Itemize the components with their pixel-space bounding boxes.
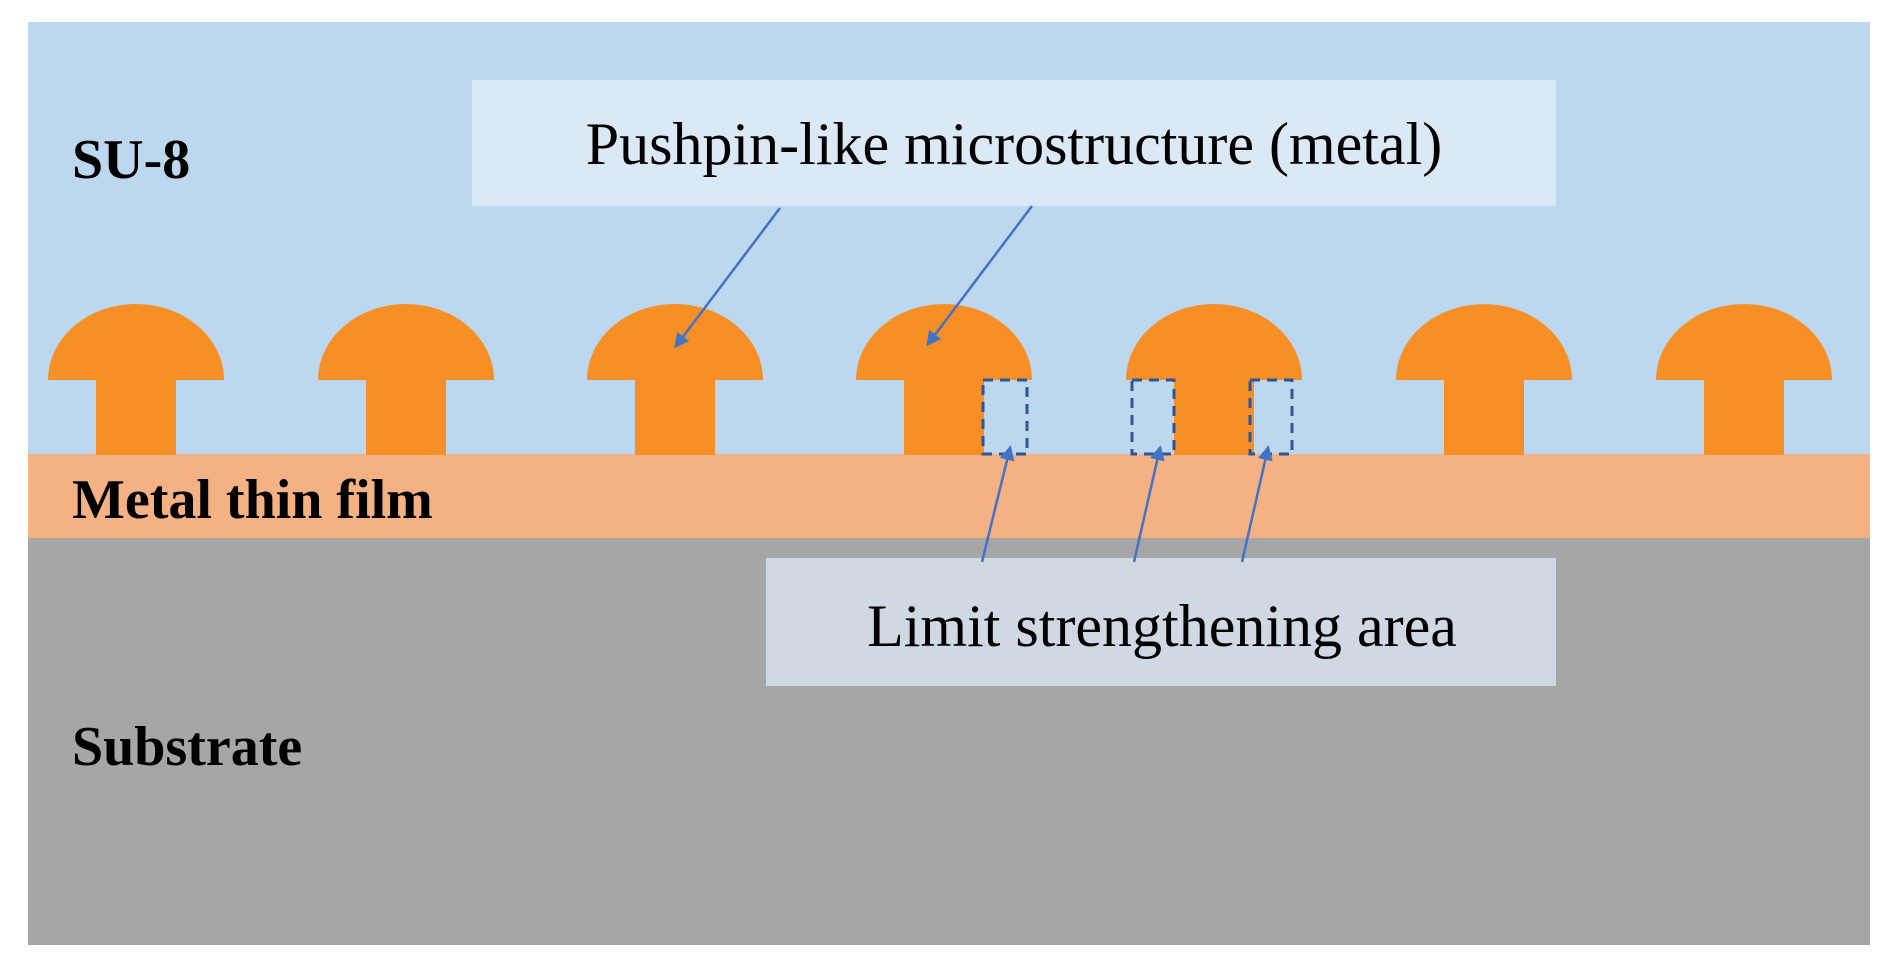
- limit-arrow-3: [1240, 445, 1273, 563]
- metal-thin-film-label: Metal thin film: [72, 469, 433, 531]
- pushpin-cap: [856, 304, 1032, 380]
- pushpin-stem: [1704, 378, 1784, 455]
- pushpin-1: [48, 304, 224, 455]
- pushpin-callout-box: [472, 80, 1556, 206]
- pushpin-6: [1396, 304, 1572, 455]
- pushpin-5: [1126, 304, 1302, 455]
- limit-callout-text: Limit strengthening area: [867, 593, 1457, 659]
- pushpin-callout-text: Pushpin-like microstructure (metal): [586, 111, 1442, 177]
- pushpin-stem: [1444, 378, 1524, 455]
- pushpin-row: [48, 304, 1832, 455]
- pushpin-cap: [48, 304, 224, 380]
- limit-arrow-2: [1132, 445, 1165, 563]
- pushpin-stem: [1174, 378, 1254, 455]
- pushpin-7: [1656, 304, 1832, 455]
- pushpin-stem: [635, 378, 715, 455]
- pushpin-stem: [904, 378, 984, 455]
- pushpin-stem: [366, 378, 446, 455]
- substrate-label: Substrate: [72, 716, 302, 778]
- pushpin-cap: [1126, 304, 1302, 380]
- limit-arrow-1: [980, 445, 1015, 563]
- pushpin-4: [856, 304, 1032, 455]
- su8-label: SU-8: [72, 129, 190, 191]
- pushpin-cap: [1396, 304, 1572, 380]
- pushpin-2: [318, 304, 494, 455]
- metal-thin-film-layer: [28, 454, 1870, 538]
- pushpin-cap: [318, 304, 494, 380]
- pushpin-arrow-2: [926, 205, 1033, 347]
- pushpin-stem: [96, 378, 176, 455]
- pushpin-cap: [1656, 304, 1832, 380]
- limit-callout-box: [766, 558, 1556, 686]
- pushpin-arrow-1: [674, 207, 781, 349]
